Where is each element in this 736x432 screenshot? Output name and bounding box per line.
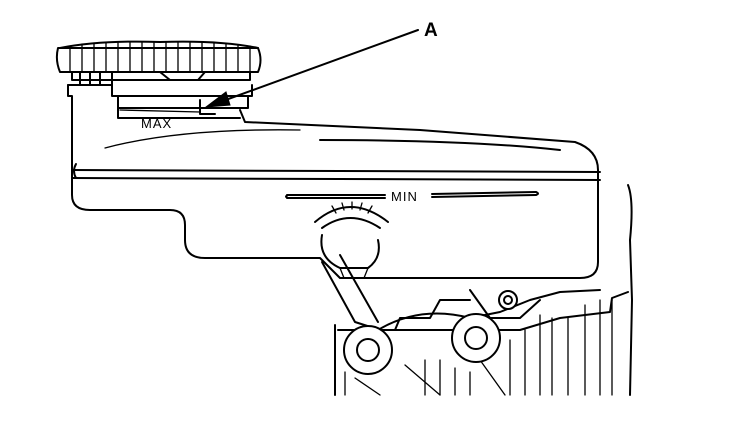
callout-label-a: A bbox=[424, 20, 438, 41]
reservoir-cap bbox=[55, 40, 262, 81]
arrowhead bbox=[204, 91, 231, 108]
min-level-mark: MIN bbox=[391, 189, 418, 204]
max-level-mark: MAX bbox=[141, 116, 172, 131]
mounting-bracket bbox=[321, 254, 601, 375]
fluid-reservoir bbox=[71, 109, 601, 279]
callout-leader bbox=[204, 29, 419, 108]
